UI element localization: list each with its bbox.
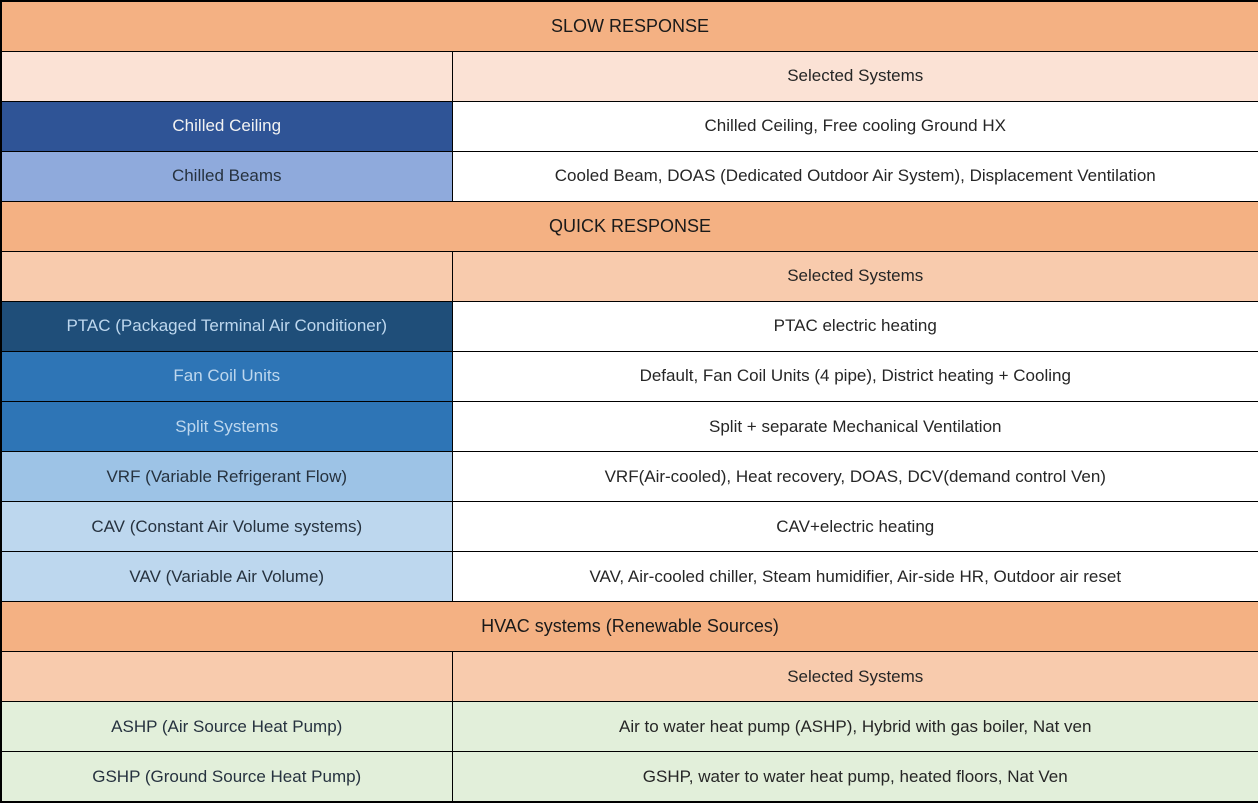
system-cell-fan-coil-units: Fan Coil Units bbox=[0, 350, 453, 403]
table-row: GSHP (Ground Source Heat Pump) GSHP, wat… bbox=[0, 751, 1258, 803]
selected-cell-split-systems: Split + separate Mechanical Ventilation bbox=[451, 400, 1258, 453]
section-header-renewable-sources: HVAC systems (Renewable Sources) bbox=[0, 601, 1258, 653]
system-cell-chilled-ceiling: Chilled Ceiling bbox=[0, 100, 453, 152]
table-row: Selected Systems bbox=[0, 651, 1258, 703]
system-cell-vav: VAV (Variable Air Volume) bbox=[0, 551, 453, 603]
selected-cell-chilled-beams: Cooled Beam, DOAS (Dedicated Outdoor Air… bbox=[451, 150, 1258, 202]
selected-cell-cav: CAV+electric heating bbox=[451, 501, 1258, 553]
system-cell-split-systems: Split Systems bbox=[0, 400, 453, 453]
section-header-quick-response: QUICK RESPONSE bbox=[0, 200, 1258, 252]
section-header-slow-response: SLOW RESPONSE bbox=[0, 0, 1258, 52]
table-row: SLOW RESPONSE bbox=[0, 0, 1258, 52]
table-row: VRF (Variable Refrigerant Flow) VRF(Air-… bbox=[0, 451, 1258, 503]
selected-systems-header: Selected Systems bbox=[451, 250, 1258, 302]
selected-cell-vav: VAV, Air-cooled chiller, Steam humidifie… bbox=[451, 551, 1258, 603]
table-row: PTAC (Packaged Terminal Air Conditioner)… bbox=[0, 300, 1258, 352]
selected-cell-fan-coil-units: Default, Fan Coil Units (4 pipe), Distri… bbox=[451, 350, 1258, 403]
empty-cell bbox=[0, 651, 453, 703]
table-row: Chilled Beams Cooled Beam, DOAS (Dedicat… bbox=[0, 150, 1258, 202]
table-row: ASHP (Air Source Heat Pump) Air to water… bbox=[0, 701, 1258, 753]
system-cell-chilled-beams: Chilled Beams bbox=[0, 150, 453, 202]
selected-cell-gshp: GSHP, water to water heat pump, heated f… bbox=[451, 751, 1258, 803]
selected-cell-vrf: VRF(Air-cooled), Heat recovery, DOAS, DC… bbox=[451, 451, 1258, 503]
selected-systems-header: Selected Systems bbox=[451, 50, 1258, 102]
table-row: VAV (Variable Air Volume) VAV, Air-coole… bbox=[0, 551, 1258, 603]
table-row: HVAC systems (Renewable Sources) bbox=[0, 601, 1258, 653]
table-row: Fan Coil Units Default, Fan Coil Units (… bbox=[0, 350, 1258, 403]
table-row: Selected Systems bbox=[0, 50, 1258, 102]
selected-systems-header: Selected Systems bbox=[451, 651, 1258, 703]
system-cell-ptac: PTAC (Packaged Terminal Air Conditioner) bbox=[0, 300, 453, 352]
system-cell-gshp: GSHP (Ground Source Heat Pump) bbox=[0, 751, 453, 803]
empty-cell bbox=[0, 250, 453, 302]
selected-cell-ptac: PTAC electric heating bbox=[451, 300, 1258, 352]
table-row: Selected Systems bbox=[0, 250, 1258, 302]
table-row: QUICK RESPONSE bbox=[0, 200, 1258, 252]
table-row: CAV (Constant Air Volume systems) CAV+el… bbox=[0, 501, 1258, 553]
system-cell-vrf: VRF (Variable Refrigerant Flow) bbox=[0, 451, 453, 503]
system-cell-ashp: ASHP (Air Source Heat Pump) bbox=[0, 701, 453, 753]
empty-cell bbox=[0, 50, 453, 102]
system-cell-cav: CAV (Constant Air Volume systems) bbox=[0, 501, 453, 553]
selected-cell-ashp: Air to water heat pump (ASHP), Hybrid wi… bbox=[451, 701, 1258, 753]
selected-cell-chilled-ceiling: Chilled Ceiling, Free cooling Ground HX bbox=[451, 100, 1258, 152]
table-row: Chilled Ceiling Chilled Ceiling, Free co… bbox=[0, 100, 1258, 152]
table-row: Split Systems Split + separate Mechanica… bbox=[0, 400, 1258, 453]
